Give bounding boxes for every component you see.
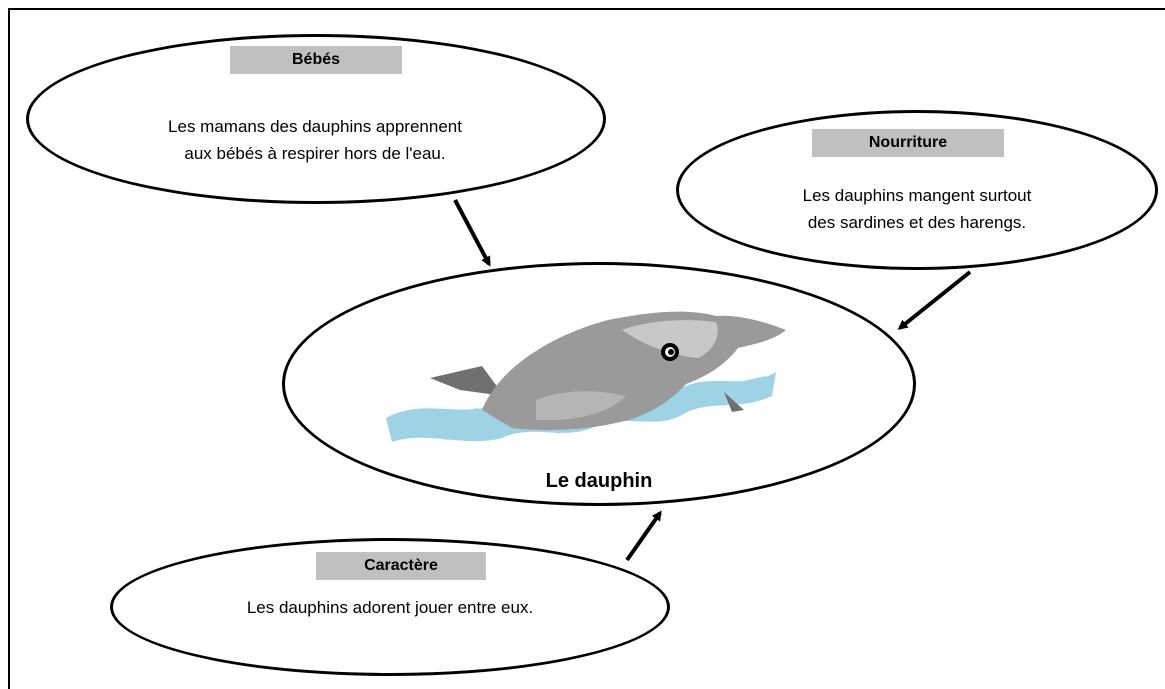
label-nourriture: Nourriture [812, 129, 1004, 157]
dolphin-illustration [386, 300, 786, 450]
text-nourriture: Les dauphins mangent surtout des sardine… [690, 182, 1144, 236]
label-bebes: Bébés [230, 46, 402, 74]
center-title: Le dauphin [482, 470, 716, 493]
label-caractere: Caractère [316, 552, 486, 580]
text-caractere: Les dauphins adorent jouer entre eux. [124, 594, 656, 621]
text-bebes: Les mamans des dauphins apprennent aux b… [40, 113, 590, 167]
